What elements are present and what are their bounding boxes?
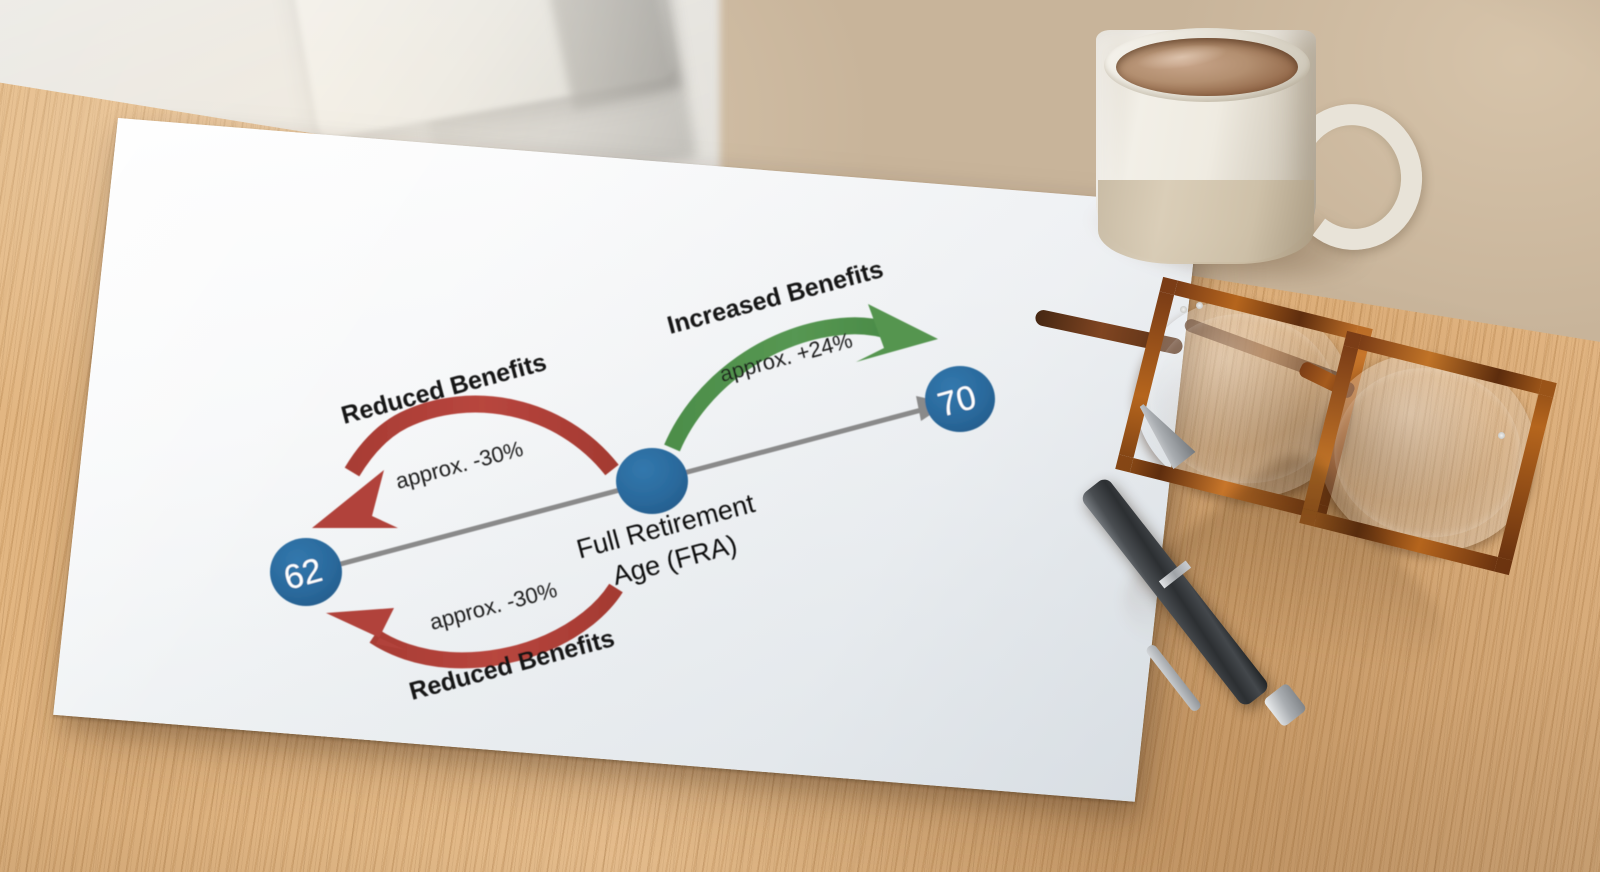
eyeglasses[interactable]	[1033, 276, 1557, 576]
ballpoint-pen[interactable]	[1079, 452, 1459, 791]
coffee-mug[interactable]	[1088, 12, 1432, 272]
coffee-surface	[1116, 38, 1298, 96]
eyeglasses-hinge-left	[1180, 306, 1187, 313]
eyeglasses-hinge-right	[1498, 432, 1505, 439]
mug-base	[1098, 180, 1314, 264]
eyeglasses-hinge-left-2	[1196, 302, 1203, 309]
